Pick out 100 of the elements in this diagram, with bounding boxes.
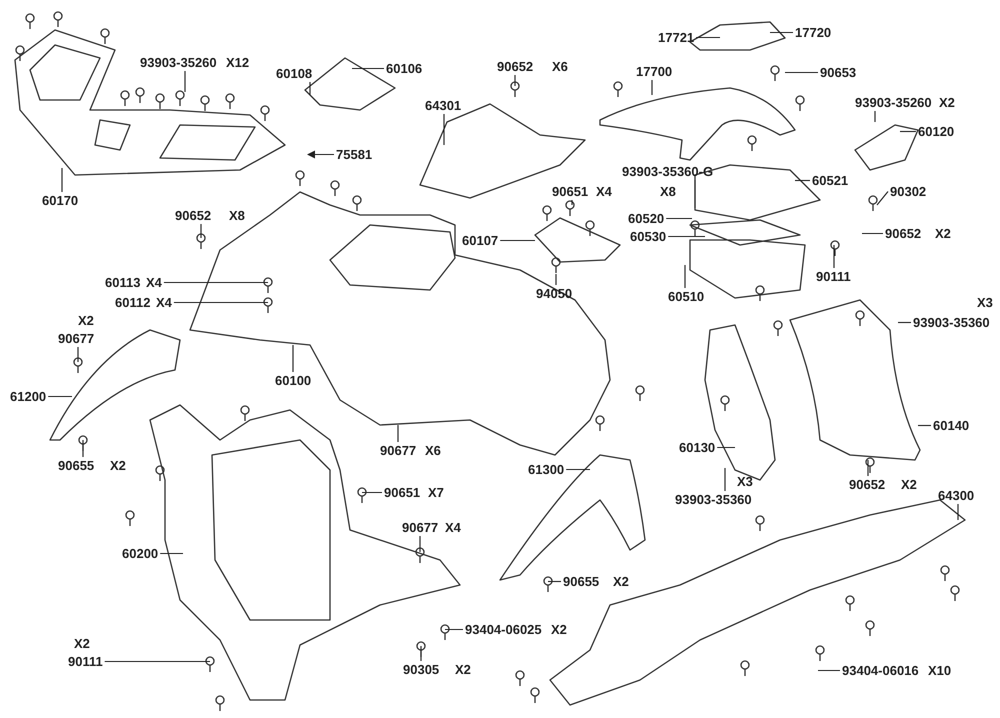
part-number: 60520 <box>628 211 664 226</box>
leader-line <box>200 224 202 238</box>
part-number: 60106 <box>386 61 422 76</box>
part-number: 60112 <box>115 295 150 310</box>
leader-line <box>694 180 696 208</box>
quantity-label: X8 <box>229 208 245 223</box>
part-number: 90677 <box>58 331 94 346</box>
leader-line <box>184 71 186 92</box>
part-number: 90653 <box>820 65 856 80</box>
part-number: 60521 <box>812 173 848 188</box>
part-number: 90677 <box>402 520 438 535</box>
part-number: 93903-35260 <box>140 55 217 70</box>
part-number: 90651 <box>552 184 588 199</box>
leader-line <box>420 646 422 661</box>
part-number: 64301 <box>425 98 462 113</box>
leader-line <box>867 460 869 476</box>
part-number: 60120 <box>918 124 954 139</box>
leader-line <box>419 536 421 552</box>
part-number: 60530 <box>630 229 666 244</box>
part-number: 17721 <box>658 30 694 45</box>
quantity-label: X2 <box>74 636 90 651</box>
leader-line <box>77 347 79 362</box>
part-number: 90652 <box>175 208 212 223</box>
leader-line <box>292 345 294 372</box>
leader-line <box>443 114 445 145</box>
quantity-label: X6 <box>552 59 568 74</box>
part-number: 93903-35260 <box>855 95 932 110</box>
quantity-label: X6 <box>425 443 441 458</box>
leader-line <box>82 440 84 457</box>
quantity-label: X2 <box>901 477 917 492</box>
leader-line <box>862 232 883 234</box>
part-number: 75581 <box>336 147 372 162</box>
leader-line <box>898 322 911 324</box>
part-number: 90111 <box>68 654 103 669</box>
leader-line <box>795 180 810 182</box>
leader-line <box>61 168 63 192</box>
quantity-label: X4 <box>156 295 172 310</box>
leader-line <box>445 628 463 630</box>
leader-line <box>500 240 535 242</box>
leader-line <box>785 72 818 74</box>
part-number: 90652 <box>885 226 922 241</box>
leader-line <box>362 492 382 494</box>
quantity-label: X2 <box>110 458 126 473</box>
leader-line <box>309 82 311 95</box>
part-number: 60108 <box>276 66 312 81</box>
part-number: 61300 <box>528 462 564 477</box>
quantity-label: X4 <box>146 275 162 290</box>
leader-line <box>918 424 931 426</box>
quantity-label: X4 <box>596 184 612 199</box>
part-number: 90652 <box>497 59 534 74</box>
leader-line <box>651 80 653 95</box>
part-number: 64300 <box>938 488 974 503</box>
part-number: 90305 <box>403 662 440 677</box>
part-number: 90111 <box>816 269 851 284</box>
leader-line <box>160 552 183 554</box>
part-number: 60140 <box>933 418 970 433</box>
leader-line <box>668 236 705 238</box>
leader-line <box>833 245 835 268</box>
leader-line <box>717 446 735 448</box>
quantity-label: X12 <box>226 55 250 70</box>
quantity-label: X3 <box>977 295 993 310</box>
leader-line <box>514 75 516 86</box>
part-number: 93903-35360-G <box>622 164 714 179</box>
part-number: 60510 <box>668 289 704 304</box>
leader-line <box>696 36 720 38</box>
quantity-label: X2 <box>935 226 951 241</box>
part-number: 61200 <box>10 389 46 404</box>
part-number: 60113 <box>105 275 140 290</box>
quantity-label: X8 <box>660 184 676 199</box>
quantity-label: X2 <box>939 95 955 110</box>
leader-line <box>566 468 590 470</box>
leader-line <box>164 282 268 284</box>
part-number: 60100 <box>275 373 312 388</box>
part-number: 17700 <box>636 64 672 79</box>
part-number: 93903-35360 <box>913 315 990 330</box>
leader-line <box>307 150 334 158</box>
part-number: 60130 <box>679 440 716 455</box>
leader-line <box>957 504 959 520</box>
part-number: 90677 <box>380 443 416 458</box>
quantity-label: X10 <box>928 663 952 678</box>
leader-line <box>666 218 692 220</box>
leader-line <box>104 660 210 662</box>
part-number: 93903-35360 <box>675 492 752 507</box>
leader-line <box>724 468 726 491</box>
part-number: 17720 <box>795 25 832 40</box>
part-number: 90651 <box>384 485 420 500</box>
leader-line <box>555 274 557 285</box>
leader-line <box>684 265 686 288</box>
leader-line <box>876 191 888 206</box>
quantity-label: X2 <box>455 662 471 677</box>
part-number: 93404-06025 <box>465 622 542 637</box>
quantity-label: X2 <box>551 622 567 637</box>
part-number: 93404-06016 <box>842 663 919 678</box>
leader-line <box>770 32 793 34</box>
quantity-label: X7 <box>428 485 444 500</box>
quantity-label: X2 <box>613 574 629 589</box>
leader-line <box>397 425 399 442</box>
leader-line <box>174 302 268 304</box>
leader-line <box>874 111 876 122</box>
part-number: 60107 <box>462 233 498 248</box>
